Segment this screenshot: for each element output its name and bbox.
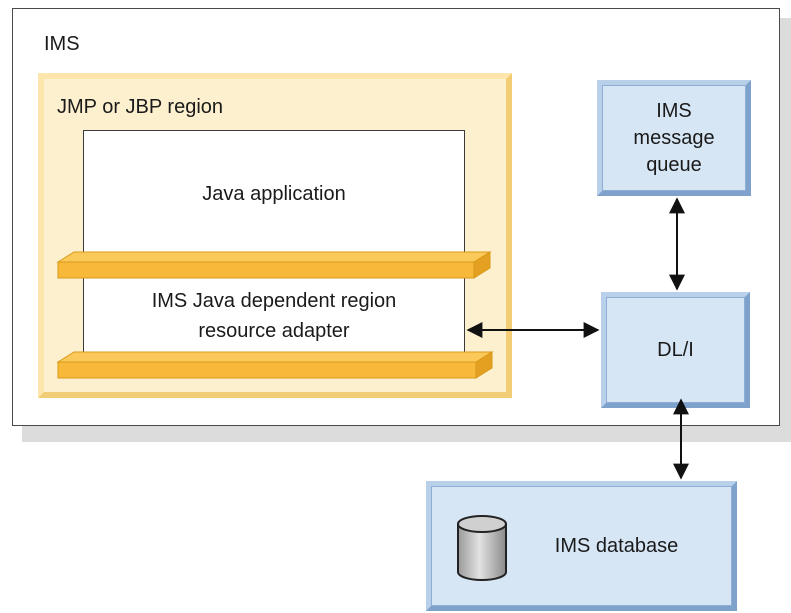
ims-database-box: IMS database [426, 481, 737, 611]
upper-plank [56, 251, 492, 279]
resource-adapter-box: IMS Java dependent region resource adapt… [83, 270, 465, 362]
java-application-box: Java application [83, 130, 465, 258]
region-label: JMP or JBP region [57, 96, 224, 118]
database-label: IMS database [554, 534, 679, 557]
dli-label: DL/I [657, 338, 694, 361]
ims-message-queue-box: IMS message queue [597, 80, 751, 196]
resource-adapter-label: IMS Java dependent region resource adapt… [151, 290, 397, 342]
ims-label: IMS [44, 33, 80, 55]
message-queue-label: IMS message queue [633, 99, 715, 176]
database-cylinder-icon [457, 515, 507, 581]
lower-plank [56, 351, 494, 379]
java-application-label: Java application [202, 182, 346, 205]
